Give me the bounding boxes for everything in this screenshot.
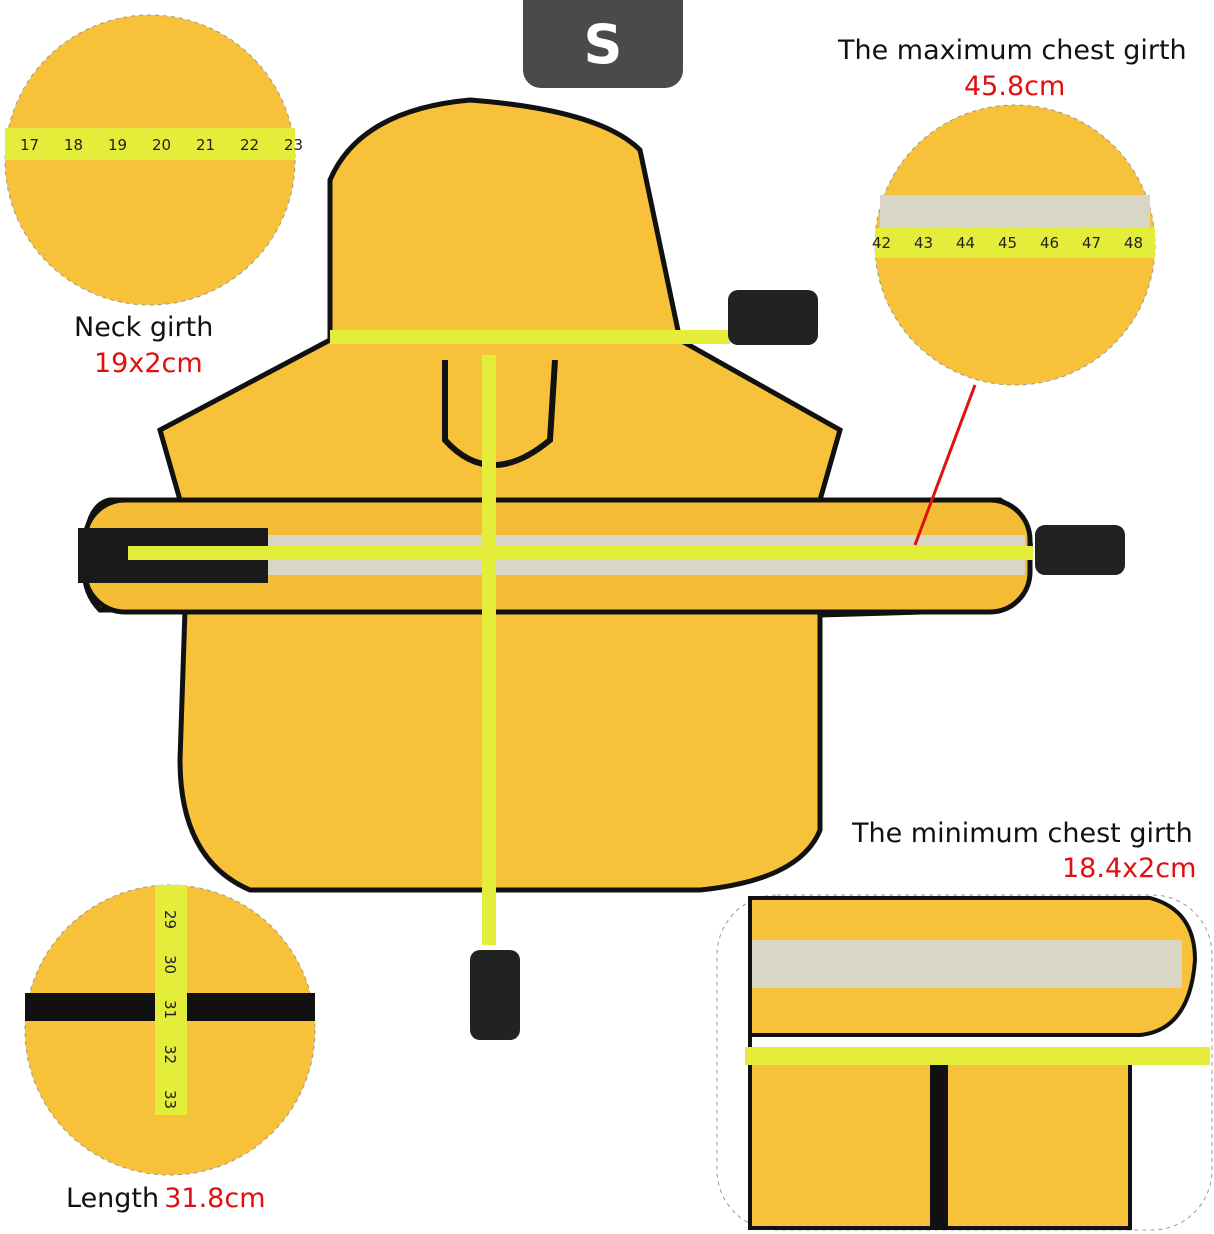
tape-number: 47 [1082,234,1101,252]
tape-vertical [482,355,496,945]
tape-neck [330,330,730,344]
tape-number: 46 [1040,234,1059,252]
tape-number: 19 [108,136,127,154]
length-label: Length [66,1183,160,1214]
max-chest-detail-circle [874,104,1156,386]
max-chest-label: The maximum chest girth [838,35,1187,66]
min-chest-detail-rect [716,894,1213,1231]
tape-number: 48 [1124,234,1143,252]
length-detail-circle [24,884,316,1176]
length-value: 31.8cm [164,1183,266,1214]
size-tab: S [523,0,683,88]
tape-number: 31 [161,1000,179,1019]
length-caption: Length 31.8cm [66,1183,266,1214]
pointer-arrow [913,384,977,546]
tape-number: 32 [161,1045,179,1064]
max-chest-value: 45.8cm [964,71,1066,102]
neck-girth-label: Neck girth [74,312,214,343]
tape-horizontal [128,546,1033,560]
tape-number: 43 [914,234,933,252]
tape-number: 17 [20,136,39,154]
tape-number: 45 [998,234,1017,252]
neck-detail-circle [4,14,296,306]
tape-number: 42 [872,234,891,252]
tape-measure-case [728,290,818,345]
min-chest-label: The minimum chest girth [852,818,1193,849]
neck-girth-value: 19x2cm [94,348,203,379]
tape-number: 29 [161,910,179,929]
tape-number: 18 [64,136,83,154]
tape-measure-case [1035,525,1125,575]
tape-number: 30 [161,955,179,974]
tape-number: 21 [196,136,215,154]
tape-measure-case [470,950,520,1040]
tape-number: 20 [152,136,171,154]
tape-number: 23 [284,136,303,154]
tape-number: 33 [161,1090,179,1109]
min-chest-value: 18.4x2cm [1062,853,1197,884]
tape-number: 22 [240,136,259,154]
tape-number: 44 [956,234,975,252]
